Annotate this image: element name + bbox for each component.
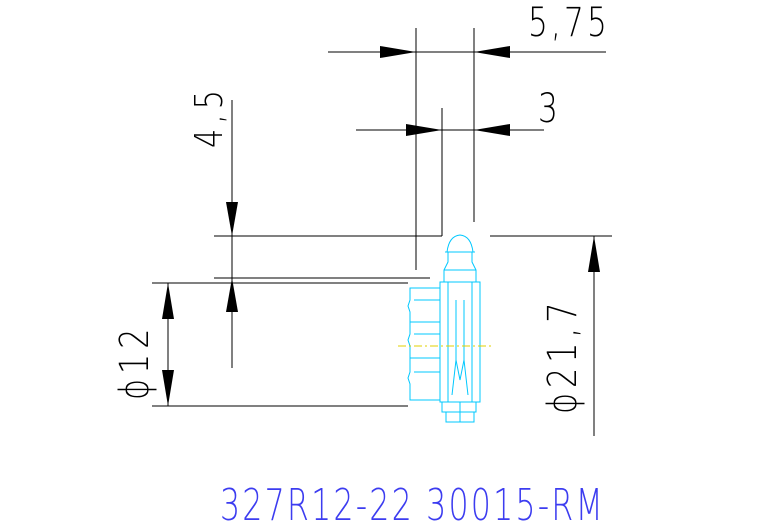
dimension-label-top-width: 5,75 [528, 0, 610, 46]
dimension-label-inner-width: 3 [538, 86, 558, 132]
dimension-arrows [162, 46, 600, 406]
part-number: 327R12-22 30015-RM [220, 480, 605, 523]
dimension-label-right-diameter: ϕ21,7 [538, 298, 585, 414]
dimension-label-step-height: 4,5 [188, 85, 232, 148]
dimension-label-left-diameter: ϕ12 [110, 324, 157, 400]
part-outline [407, 234, 481, 423]
